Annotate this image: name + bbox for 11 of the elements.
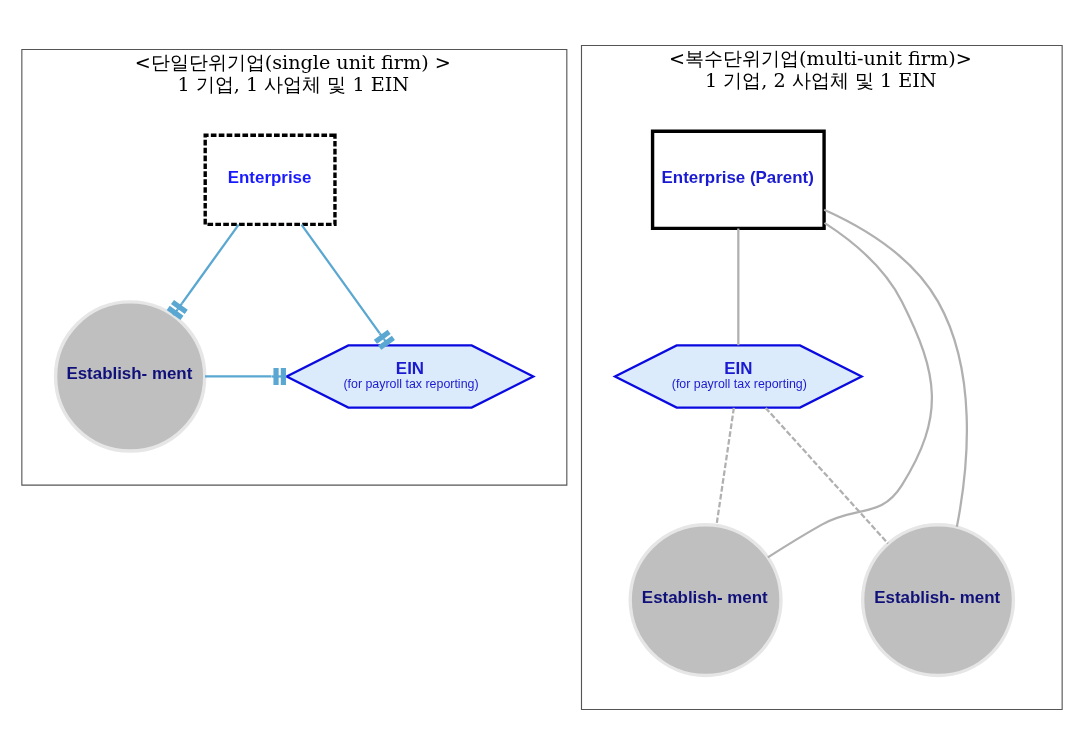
node-box: Enterprise (Parent) bbox=[650, 129, 826, 230]
connector bbox=[715, 407, 735, 526]
connector bbox=[764, 407, 889, 545]
connector bbox=[823, 208, 968, 527]
connector bbox=[767, 221, 933, 559]
connector bbox=[737, 228, 740, 346]
connector bbox=[166, 223, 240, 320]
node-box: Enterprise bbox=[203, 133, 337, 227]
connector bbox=[300, 223, 395, 350]
node-circle: Establish- ment bbox=[628, 523, 783, 678]
node-circle: Establish- ment bbox=[860, 523, 1016, 678]
